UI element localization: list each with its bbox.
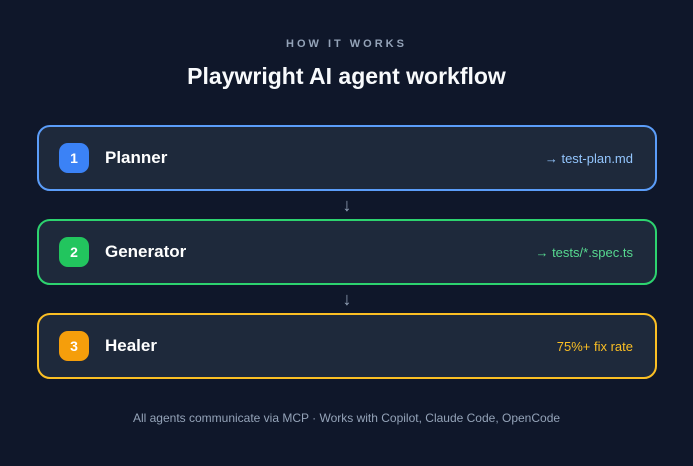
step-output: 75%+ fix rate xyxy=(556,338,633,354)
step-output: → test-plan.md xyxy=(544,150,633,166)
step-output: → tests/*.spec.ts xyxy=(535,244,633,260)
workflow-steps: 1 Planner → test-plan.md ↓ 2 Generator →… xyxy=(37,125,657,379)
section-eyebrow: HOW IT WORKS xyxy=(286,38,407,50)
header: HOW IT WORKS Playwright AI agent workflo… xyxy=(0,0,693,90)
step-number-badge: 2 xyxy=(59,237,89,267)
step-number-badge: 3 xyxy=(59,331,89,361)
page-title: Playwright AI agent workflow xyxy=(187,63,506,89)
step-card-planner: 1 Planner → test-plan.md xyxy=(37,125,657,191)
step-name: Healer xyxy=(105,336,157,355)
step-card-generator: 2 Generator → tests/*.spec.ts xyxy=(37,219,657,285)
step-number-badge: 1 xyxy=(59,143,89,173)
step-name: Generator xyxy=(105,242,187,261)
step-card-healer: 3 Healer 75%+ fix rate xyxy=(37,313,657,379)
footer-note: All agents communicate via MCP · Works w… xyxy=(132,411,561,425)
down-arrow-icon: ↓ xyxy=(342,195,352,215)
down-arrow-icon: ↓ xyxy=(342,289,352,309)
step-name: Planner xyxy=(105,148,168,167)
